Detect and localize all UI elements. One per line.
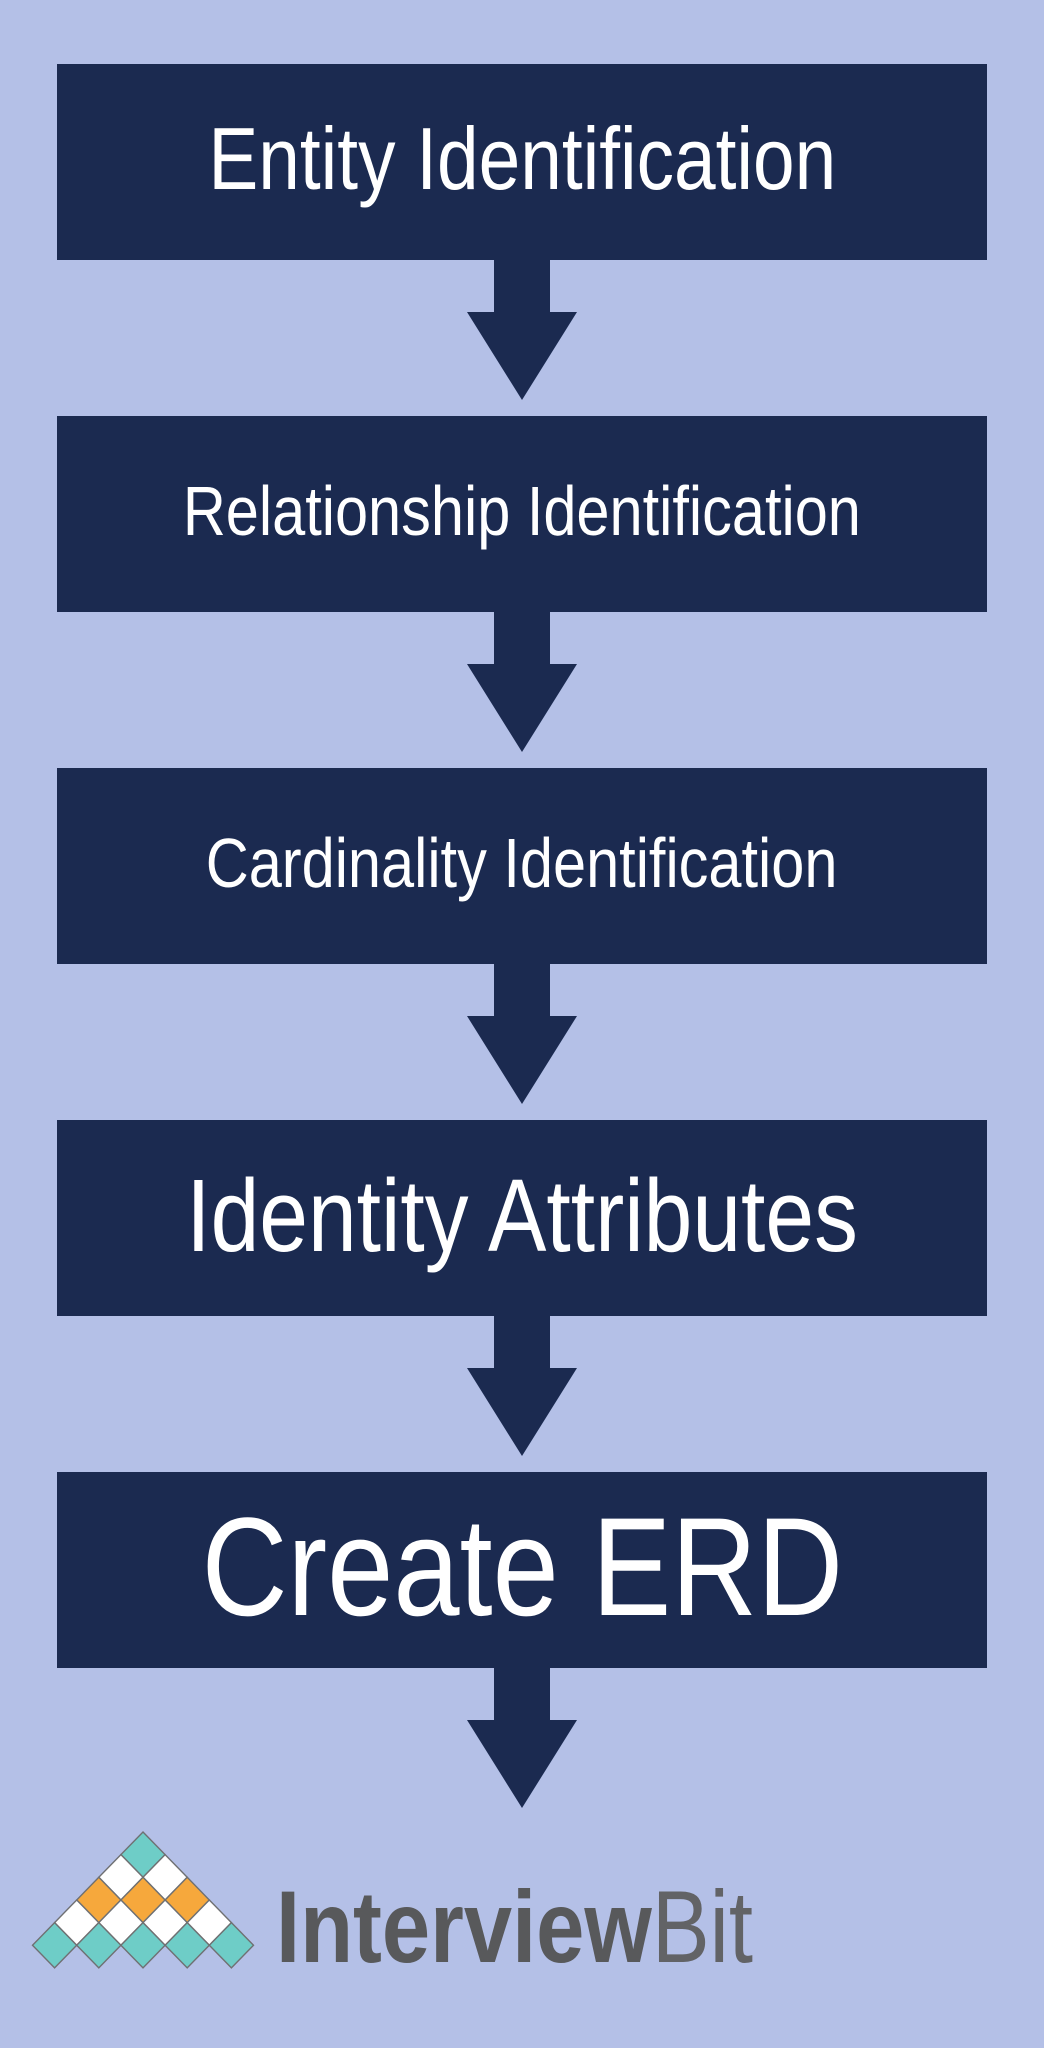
logo-diamond <box>208 1921 255 1969</box>
interviewbit-wordmark: InterviewBit <box>276 1876 753 1978</box>
down-arrow-icon <box>467 1668 577 1808</box>
step-entity-identification: Entity Identification <box>57 64 987 260</box>
down-arrow-icon <box>467 612 577 752</box>
interviewbit-logo <box>31 1830 255 1969</box>
connector-4 <box>467 1316 577 1472</box>
logo-pyramid-icon <box>31 1830 255 1969</box>
step-label: Create ERD <box>201 1488 843 1645</box>
down-arrow-icon <box>467 964 577 1104</box>
step-label: Identity Attributes <box>186 1157 858 1273</box>
logo-diamond <box>164 1921 211 1969</box>
step-cardinality-identification: Cardinality Identification <box>57 768 987 964</box>
wordmark-interview: Interview <box>276 1870 652 1984</box>
step-create-erd: Create ERD <box>57 1472 987 1668</box>
step-label: Relationship Identification <box>182 472 862 550</box>
flow-diagram: Entity Identification Relationship Ident… <box>57 64 987 1824</box>
connector-5 <box>467 1668 577 1824</box>
logo-diamond <box>31 1921 78 1969</box>
connector-2 <box>467 612 577 768</box>
down-arrow-icon <box>467 1316 577 1456</box>
step-identity-attributes: Identity Attributes <box>57 1120 987 1316</box>
down-arrow-icon <box>467 260 577 400</box>
logo-diamond <box>119 1921 167 1969</box>
step-relationship-identification: Relationship Identification <box>57 416 987 612</box>
connector-1 <box>467 260 577 416</box>
wordmark-bit: Bit <box>651 1870 754 1984</box>
step-label: Entity Identification <box>208 109 836 208</box>
logo-diamond <box>75 1921 122 1969</box>
connector-3 <box>467 964 577 1120</box>
step-label: Cardinality Identification <box>206 824 838 902</box>
